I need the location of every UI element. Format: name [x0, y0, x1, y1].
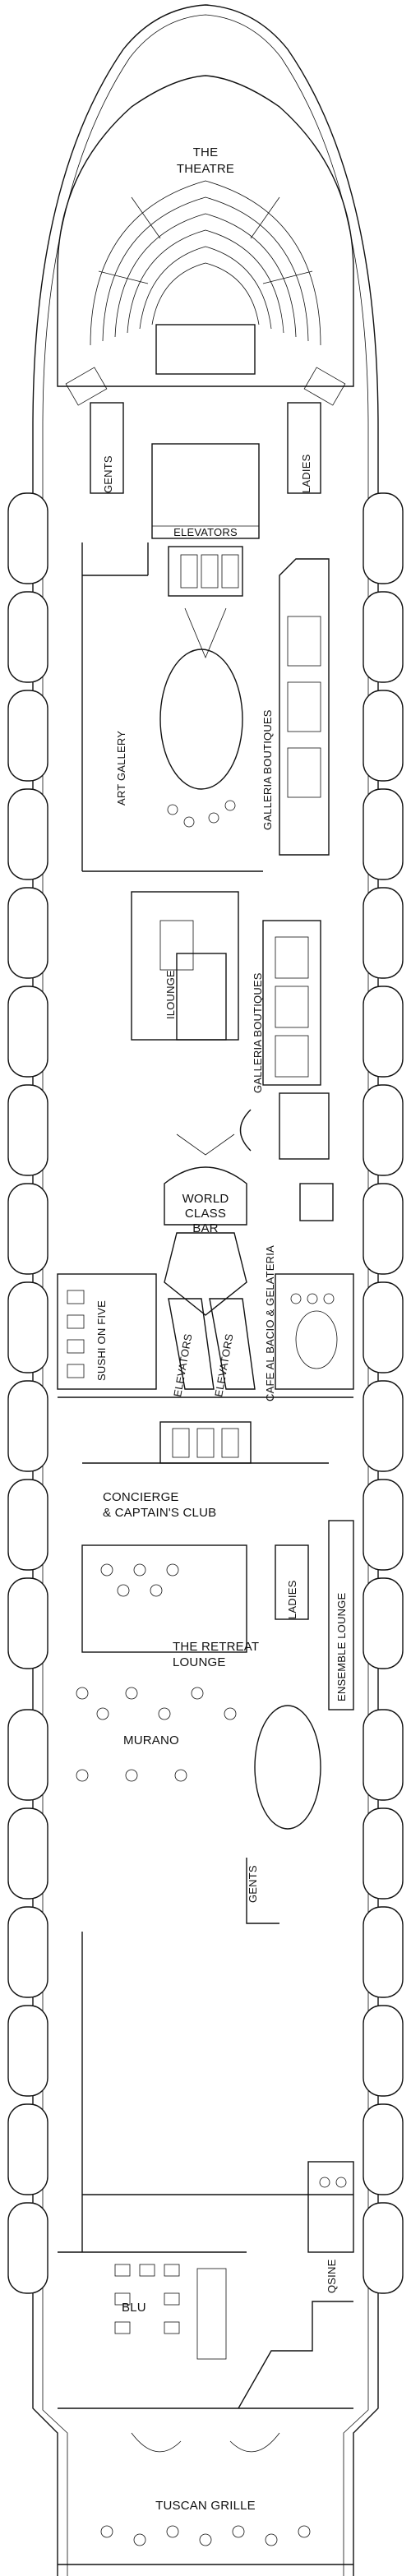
- label-theatre-line2: THEATRE: [177, 162, 234, 176]
- lifeboats-port: [7, 492, 48, 2294]
- label-art-gallery: ART GALLERY: [115, 731, 127, 806]
- label-world-class-bar-2: CLASS: [185, 1207, 226, 1221]
- label-world-class-bar-1: WORLD: [182, 1192, 229, 1206]
- lifeboats-starboard: [363, 492, 404, 2294]
- label-concierge-line2: & CAPTAIN'S CLUB: [103, 1506, 216, 1520]
- label-gents-mid: GENTS: [247, 1865, 259, 1903]
- label-theatre-line1: THE: [193, 145, 219, 159]
- hull-outline: [32, 4, 379, 2576]
- label-elevators-mid-1: ELEVATORS: [171, 1332, 194, 1397]
- label-retreat-line2: LOUNGE: [173, 1655, 226, 1669]
- murano-area: [76, 1687, 321, 1924]
- label-world-class-bar-3: BAR: [192, 1221, 218, 1235]
- theatre-area: [57, 75, 354, 406]
- retreat-lounge-area: [81, 1520, 354, 1710]
- label-ladies-forward: LADIES: [300, 454, 312, 493]
- hull-inner-outline: [42, 14, 369, 2576]
- label-ladies-mid: LADIES: [286, 1580, 298, 1619]
- label-gents-forward: GENTS: [102, 455, 114, 493]
- label-galleria-boutiques-1: GALLERIA BOUTIQUES: [261, 709, 274, 830]
- label-concierge-line1: CONCIERGE: [103, 1490, 179, 1504]
- art-gallery-area: [81, 542, 330, 872]
- concierge-area: [82, 1421, 329, 1464]
- label-murano: MURANO: [123, 1733, 179, 1747]
- sushi-elevator-cafe-area: [57, 1273, 354, 1398]
- forward-elevator-area: [90, 402, 321, 539]
- label-ilounge: ILOUNGE: [164, 970, 177, 1019]
- label-retreat-line1: THE RETREAT: [173, 1640, 259, 1654]
- aft-area: [58, 1932, 354, 2565]
- label-blu: BLU: [122, 2301, 146, 2315]
- label-sushi-on-five: SUSHI ON FIVE: [95, 1300, 108, 1381]
- ilounge-area: [131, 891, 334, 1221]
- label-tuscan-grille: TUSCAN GRILLE: [155, 2499, 256, 2513]
- label-qsine: QSINE: [326, 2259, 338, 2293]
- label-ensemble-lounge: ENSEMBLE LOUNGE: [335, 1593, 348, 1701]
- label-cafe-al-bacio: CAFE AL BACIO & GELATERIA: [264, 1245, 276, 1401]
- label-elevators-forward: ELEVATORS: [173, 526, 238, 538]
- label-galleria-boutiques-2: GALLERIA BOUTIQUES: [252, 972, 264, 1093]
- label-elevators-mid-2: ELEVATORS: [212, 1332, 235, 1397]
